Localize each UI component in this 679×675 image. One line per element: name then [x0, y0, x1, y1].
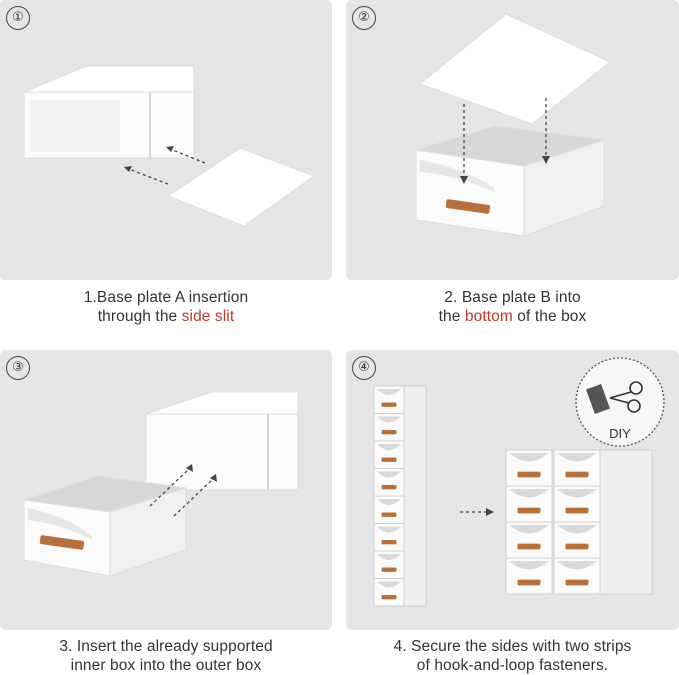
tall-drawer [373, 440, 405, 469]
tall-drawer [373, 578, 405, 607]
step-4-caption: 4. Secure the sides with two strips of h… [346, 637, 679, 675]
step-3-panel: ③ [0, 350, 332, 630]
tall-drawer [373, 413, 405, 442]
step-2-badge: ② [352, 6, 376, 30]
diy-badge: DIY [575, 357, 665, 447]
step-1-badge: ① [6, 6, 30, 30]
grid-drawer [505, 485, 553, 523]
grid-stack [505, 449, 653, 595]
scissors-icon [586, 381, 643, 414]
step-2-caption-text: the [438, 308, 465, 325]
step-2-caption-line1: 2. Base plate B into [444, 289, 581, 306]
step-1-caption: 1.Base plate A insertion through the sid… [0, 288, 332, 326]
step-4-illustration: DIY [373, 357, 665, 607]
step-2-panel: ② [346, 0, 679, 280]
tall-stack [373, 385, 427, 607]
grid-drawer [505, 449, 553, 487]
tall-drawer [373, 385, 405, 414]
step-2-caption-highlight: bottom [464, 308, 513, 325]
tall-drawer [373, 468, 405, 497]
diy-label: DIY [609, 426, 631, 441]
step-2-illustration [415, 13, 611, 237]
grid-drawer [553, 485, 601, 523]
step-2-caption-line2: the bottom of the box [346, 307, 679, 326]
step-2-caption-suffix: of the box [512, 308, 587, 325]
dashed-arrow-icon [125, 147, 206, 185]
step-1-caption-line2: through the side slit [0, 307, 332, 326]
step-4-panel: ④ DIY [346, 350, 679, 630]
step-4-caption-line2: of hook-and-loop fasteners. [416, 657, 609, 674]
step-2-caption: 2. Base plate B into the bottom of the b… [346, 288, 679, 326]
step-1-caption-line1: 1.Base plate A insertion [83, 289, 249, 306]
dashed-arrow-icon [463, 98, 547, 178]
grid-drawer [505, 521, 553, 559]
step-1-panel: ① [0, 0, 332, 280]
step-1-illustration [23, 65, 316, 227]
grid-drawer [553, 557, 601, 595]
step-3-caption: 3. Insert the already supported inner bo… [0, 637, 332, 675]
step-3-illustration [23, 391, 299, 577]
step-3-caption-line2: inner box into the outer box [70, 657, 262, 674]
grid-drawer [553, 449, 601, 487]
step-3-caption-line1: 3. Insert the already supported [59, 638, 273, 655]
tall-drawer [373, 550, 405, 579]
grid-drawer [553, 521, 601, 559]
step-3-badge: ③ [6, 356, 30, 380]
tall-drawer [373, 523, 405, 552]
tall-drawer [373, 495, 405, 524]
step-4-caption-line1: 4. Secure the sides with two strips [393, 638, 632, 655]
grid-drawer [505, 557, 553, 595]
step-1-caption-text: through the [97, 308, 182, 325]
step-4-badge: ④ [352, 356, 376, 380]
step-1-caption-highlight: side slit [181, 308, 235, 325]
